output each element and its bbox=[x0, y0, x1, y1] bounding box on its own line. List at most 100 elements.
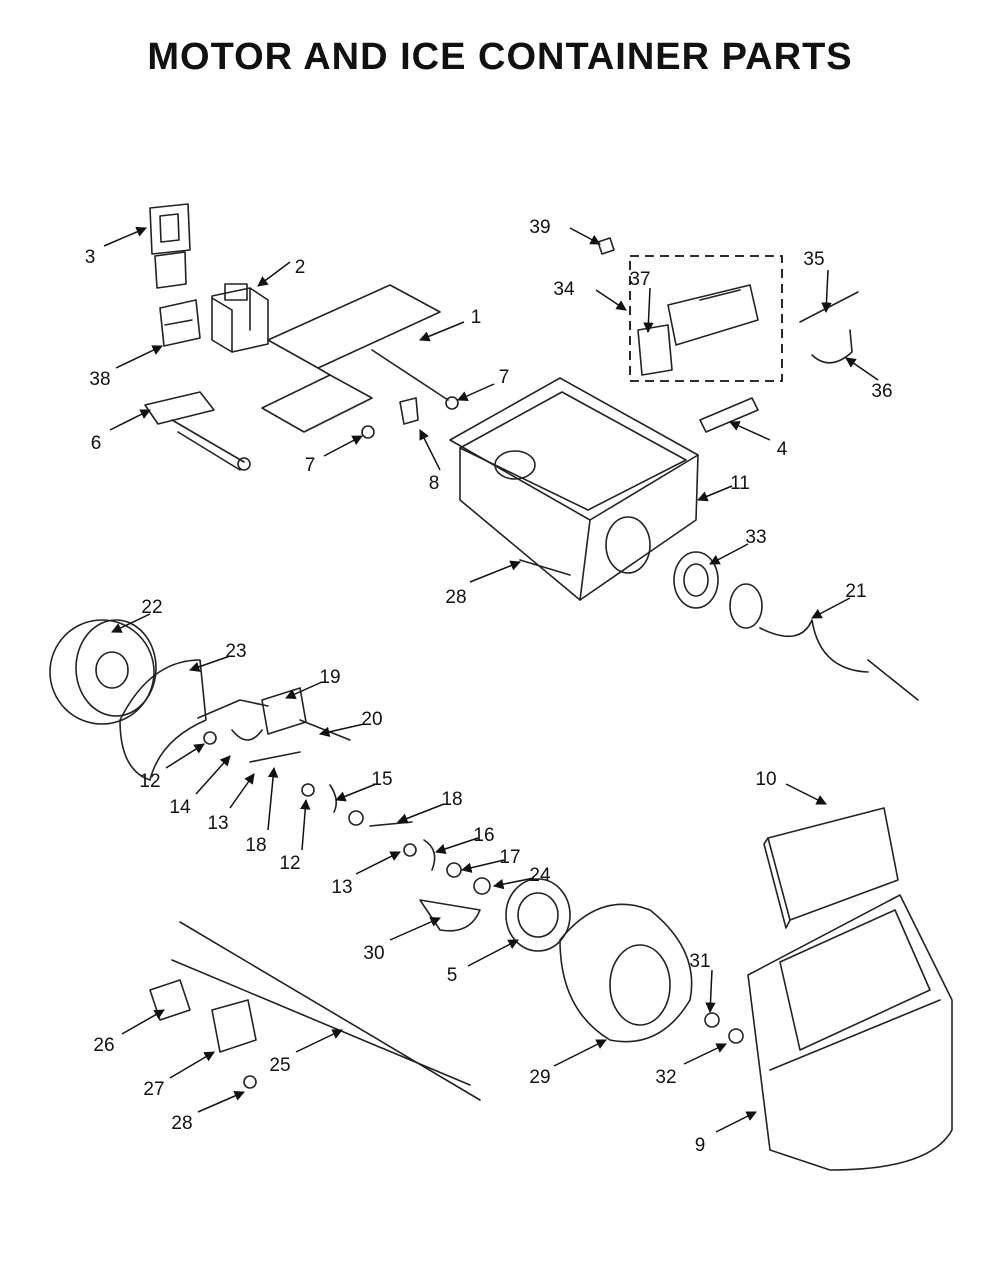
callout-29: 29 bbox=[529, 1039, 607, 1088]
callout-6: 6 bbox=[91, 409, 151, 454]
part-7-screw-b bbox=[361, 425, 375, 439]
callout-arrow bbox=[683, 1043, 727, 1065]
part-34-icemaker-assembly bbox=[629, 255, 783, 382]
part-23-plate bbox=[119, 659, 207, 781]
callout-31: 31 bbox=[689, 951, 716, 1014]
part-1-cover-plate bbox=[261, 284, 449, 433]
callout-arrow bbox=[103, 226, 147, 247]
callout-number: 7 bbox=[499, 367, 510, 388]
callout-arrow bbox=[300, 798, 311, 851]
part-17-nut bbox=[446, 862, 462, 878]
part-5-grille bbox=[505, 878, 571, 952]
callout-4: 4 bbox=[729, 421, 788, 460]
part-6-switch-arm bbox=[144, 391, 251, 471]
callout-arrow bbox=[165, 743, 205, 769]
part-33-ring bbox=[673, 551, 719, 609]
part-35-rod bbox=[799, 291, 859, 323]
callout-7: 7 bbox=[305, 435, 363, 476]
part-24-nut bbox=[473, 877, 491, 895]
callout-number: 4 bbox=[777, 439, 788, 460]
part-13-washer bbox=[348, 810, 364, 826]
callout-arrow bbox=[460, 859, 505, 873]
callout-arrow bbox=[229, 773, 255, 809]
callout-14: 14 bbox=[169, 755, 231, 818]
callout-arrow bbox=[419, 321, 465, 342]
callout-arrow bbox=[109, 409, 151, 431]
part-27-bracket bbox=[211, 999, 257, 1053]
callout-number: 23 bbox=[225, 641, 246, 662]
callout-number: 26 bbox=[93, 1035, 114, 1056]
callout-34: 34 bbox=[553, 279, 627, 311]
callout-number: 37 bbox=[629, 269, 650, 290]
part-32-washer bbox=[728, 1028, 744, 1044]
callout-number: 13 bbox=[207, 813, 228, 834]
callout-12: 12 bbox=[279, 798, 311, 874]
callout-arrow bbox=[569, 227, 601, 245]
callout-arrow bbox=[189, 655, 231, 672]
callout-arrow bbox=[169, 1051, 215, 1079]
callout-32: 32 bbox=[655, 1043, 727, 1088]
page-title: MOTOR AND ICE CONTAINER PARTS bbox=[147, 36, 853, 78]
part-13-washer-b bbox=[403, 843, 417, 857]
callout-arrow bbox=[323, 435, 363, 457]
callout-20: 20 bbox=[318, 709, 383, 738]
callout-number: 13 bbox=[331, 877, 352, 898]
callout-number: 20 bbox=[361, 709, 382, 730]
callout-16: 16 bbox=[435, 825, 495, 854]
callout-25: 25 bbox=[269, 1029, 343, 1076]
callout-arrow bbox=[197, 1090, 245, 1113]
callout-arrow bbox=[457, 383, 495, 401]
callout-arrow bbox=[397, 803, 445, 824]
callout-1: 1 bbox=[419, 307, 482, 342]
part-21-auger-shaft bbox=[729, 583, 919, 701]
callout-arrow bbox=[785, 783, 827, 805]
part-3-switch bbox=[149, 203, 191, 289]
callout-number: 15 bbox=[371, 769, 392, 790]
callout-number: 31 bbox=[689, 951, 710, 972]
callout-number: 5 bbox=[447, 965, 458, 986]
part-10-door bbox=[763, 807, 899, 929]
callout-number: 35 bbox=[803, 249, 824, 270]
callout-arrow bbox=[121, 1009, 165, 1035]
callout-number: 32 bbox=[655, 1067, 676, 1088]
callout-arrow bbox=[295, 1029, 343, 1053]
callout-number: 11 bbox=[730, 473, 750, 494]
callout-number: 38 bbox=[89, 369, 110, 390]
part-18-blade-b bbox=[369, 821, 413, 827]
callout-number: 1 bbox=[471, 307, 482, 328]
callout-number: 30 bbox=[363, 943, 384, 964]
callout-number: 25 bbox=[269, 1055, 290, 1076]
part-7-screw-a bbox=[445, 396, 459, 410]
callout-layer: 1234567789101112121313141516171818192021… bbox=[85, 217, 893, 1156]
part-37-icemaker bbox=[637, 284, 759, 376]
callout-number: 6 bbox=[91, 433, 102, 454]
callout-33: 33 bbox=[709, 527, 767, 565]
callout-22: 22 bbox=[111, 597, 163, 633]
callout-arrow bbox=[811, 597, 851, 619]
part-22-front-cover bbox=[49, 619, 157, 725]
callout-number: 3 bbox=[85, 247, 96, 268]
callout-3: 3 bbox=[85, 226, 147, 268]
part-31-nut bbox=[704, 1012, 720, 1028]
callout-number: 10 bbox=[755, 769, 776, 790]
part-9-chute bbox=[747, 894, 953, 1171]
callout-number: 28 bbox=[171, 1113, 192, 1134]
callout-18: 18 bbox=[397, 789, 463, 824]
part-28-screw-a bbox=[519, 559, 571, 576]
callout-arrow bbox=[419, 429, 441, 471]
callout-arrow bbox=[729, 421, 771, 441]
callout-number: 33 bbox=[745, 527, 766, 548]
callout-number: 8 bbox=[429, 473, 440, 494]
callout-number: 18 bbox=[245, 835, 266, 856]
callout-19: 19 bbox=[285, 667, 341, 699]
callout-38: 38 bbox=[89, 345, 163, 390]
callout-number: 12 bbox=[139, 771, 160, 792]
callout-13: 13 bbox=[331, 851, 401, 898]
callout-28: 28 bbox=[171, 1090, 245, 1134]
callout-arrow bbox=[435, 837, 479, 854]
callout-24: 24 bbox=[492, 865, 551, 890]
part-28-screw-b bbox=[243, 1075, 257, 1089]
callout-18: 18 bbox=[245, 766, 279, 856]
callout-37: 37 bbox=[629, 269, 654, 334]
callout-7: 7 bbox=[457, 367, 510, 401]
